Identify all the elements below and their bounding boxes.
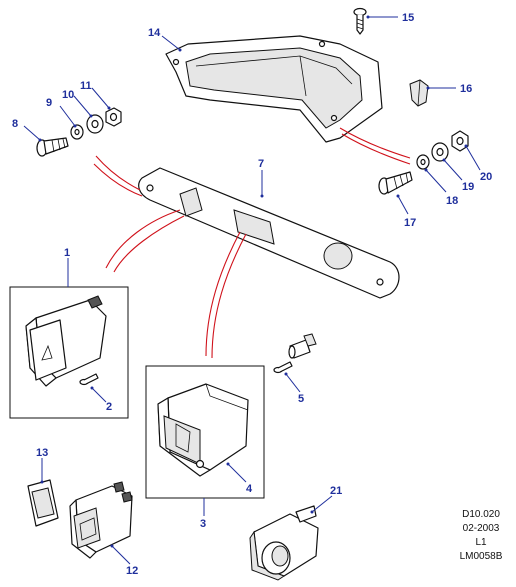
- callout-16: 16: [460, 83, 472, 95]
- diagram-date: 02-2003: [462, 523, 500, 534]
- callout-10: 10: [62, 89, 74, 101]
- callout-2: 2: [106, 401, 112, 413]
- callout-1: 1: [64, 247, 70, 259]
- clip-nut-16: [409, 79, 429, 107]
- callout-12: 12: [126, 565, 138, 577]
- bulb-holder: [288, 333, 317, 359]
- washer-10: [86, 114, 104, 134]
- switch-box: [145, 365, 265, 499]
- callout-11: 11: [80, 80, 92, 92]
- callout-4: 4: [246, 483, 253, 495]
- washer-9: [70, 124, 84, 140]
- bolt-17: [378, 171, 413, 195]
- hazard-switch-box: [9, 286, 129, 419]
- callout-17: 17: [404, 217, 416, 229]
- callout-5: 5: [298, 393, 304, 405]
- callout-15: 15: [402, 12, 414, 24]
- bulb-5: [273, 361, 293, 374]
- mounting-bracket: [165, 35, 383, 143]
- diagram-level: L1: [475, 537, 487, 548]
- callout-8: 8: [12, 118, 18, 130]
- bulb-2: [79, 373, 99, 386]
- callout-13: 13: [36, 447, 48, 459]
- drawing-id: LM0058B: [459, 551, 503, 562]
- rotary-switch-21: [249, 505, 319, 581]
- switch-cap-13: [27, 479, 59, 527]
- callout-21: 21: [330, 485, 342, 497]
- callout-9: 9: [46, 97, 52, 109]
- callout-18: 18: [446, 195, 458, 207]
- hazard-switch: [25, 295, 107, 387]
- washer-19: [431, 142, 449, 162]
- rocker-switch-12: [69, 481, 133, 559]
- leader-lines: [23, 15, 481, 565]
- screw-15: [353, 7, 367, 35]
- callout-20: 20: [480, 171, 492, 183]
- callout-19: 19: [462, 181, 474, 193]
- bolt-8: [36, 137, 69, 157]
- callout-14: 14: [148, 27, 161, 39]
- reference-block: D10.020 02-2003 L1 LM0058B: [446, 508, 516, 564]
- switch-panel-plate: [138, 167, 400, 299]
- callout-7: 7: [258, 158, 264, 170]
- diagram-number: D10.020: [462, 509, 500, 520]
- rocker-switch-4: [157, 383, 249, 477]
- callout-3: 3: [200, 518, 206, 530]
- callout-numbers: 1 2 3 4 5 7 8 9 10 11 12 13 14 15 16 17 …: [12, 12, 492, 577]
- connection-lines: [93, 127, 411, 359]
- washer-18: [416, 154, 430, 170]
- nut-11: [105, 107, 122, 127]
- nut-20: [451, 130, 469, 152]
